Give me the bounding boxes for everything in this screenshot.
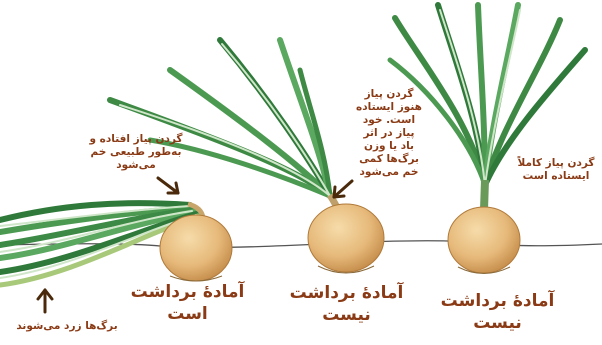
arrow-icon (158, 178, 178, 193)
bulb-2 (308, 204, 384, 272)
label-fully-standing: گردن پیاز کاملاً ایستاده است (510, 157, 602, 183)
label-not-ready-1: آمادهٔ برداشت نیست (279, 282, 414, 326)
arrow-icon (334, 181, 352, 197)
label-fallen-neck: گردن پیاز افتاده و به‌طور طبیعی خم می‌شو… (88, 133, 184, 172)
label-ready: آمادهٔ برداشت است (120, 281, 255, 325)
label-yellow-leaves: برگ‌ها زرد می‌شوند (2, 320, 132, 333)
bulb-1 (160, 215, 232, 281)
label-neck-standing: گردن پیاز هنوز ایستاده است. خود پیاز در … (348, 88, 430, 179)
arrow-icon (38, 290, 52, 312)
neck-3 (484, 180, 485, 210)
label-not-ready-2: آمادهٔ برداشت نیست (430, 290, 565, 334)
bent-leaves (110, 40, 330, 196)
bulb-3 (448, 207, 520, 273)
